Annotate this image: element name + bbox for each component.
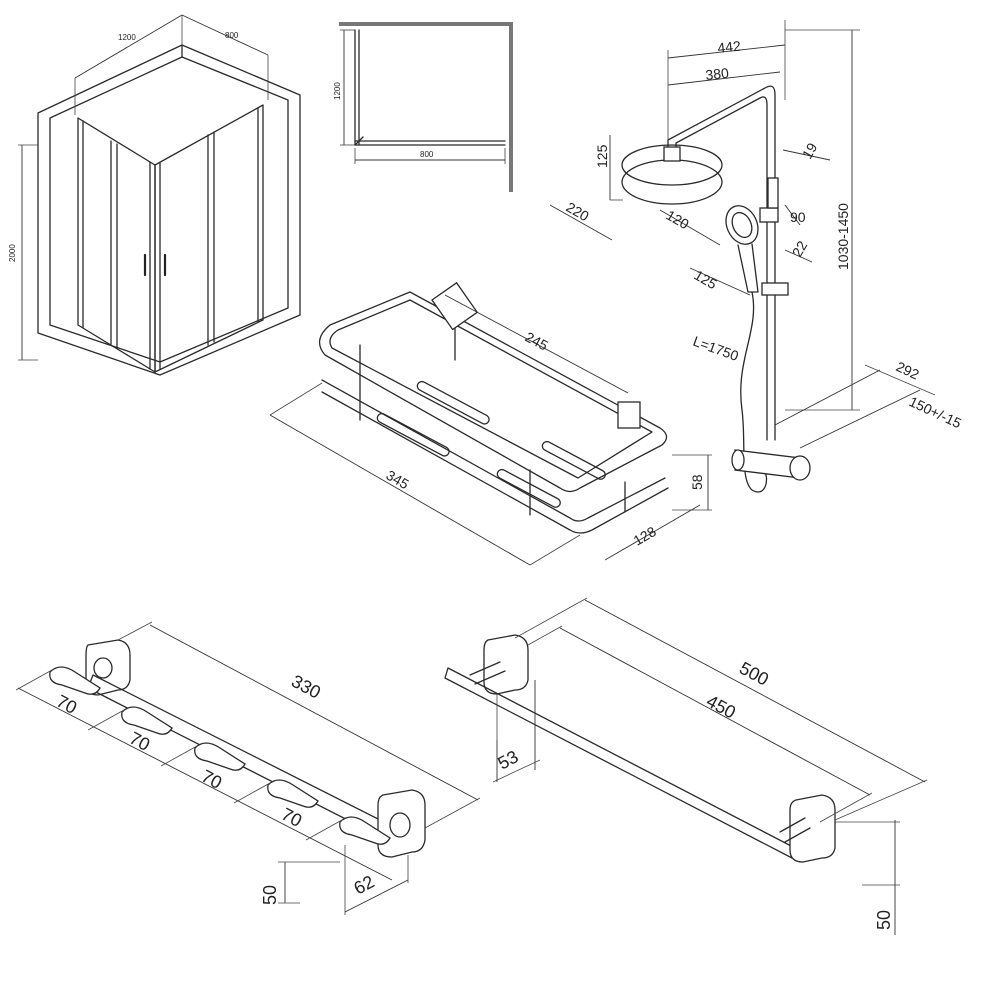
towel-bar-bracket-height-label: 50 [874, 910, 894, 930]
enclosure-walls [37, 44, 301, 376]
basket-dimensions [269, 294, 712, 566]
shower-arm-reach-label: 380 [705, 65, 730, 83]
shower-pipe [667, 85, 776, 441]
shower-dimensions [549, 20, 936, 449]
plan-depth-label: 1200 [333, 82, 342, 100]
basket-depth-label: 128 [631, 523, 659, 549]
hook-spacing-1-label: 70 [53, 691, 80, 718]
pipe-diameter-label: 19 [799, 140, 821, 162]
towel-bar-outer-length-label: 500 [736, 658, 772, 690]
towel-bar-projection-label: 53 [494, 746, 521, 773]
holder-offset-label: 90 [790, 209, 806, 225]
height-range-label: 1030-1450 [835, 203, 851, 270]
hook-spacing-2-label: 70 [126, 728, 153, 755]
shower-system: 442 380 125 220 120 19 90 22 125 L=1750 … [549, 20, 964, 493]
enclosure-side-glass [154, 104, 264, 373]
hook-spacing-4-label: 70 [278, 804, 305, 831]
enclosure-width-label: 1200 [118, 33, 136, 42]
plan-width-label: 800 [420, 150, 434, 159]
hose-length-label: L=1750 [691, 333, 741, 364]
basket-height-label: 58 [689, 474, 705, 490]
shower-enclosure-isometric: 1200 800 2000 [8, 14, 301, 376]
enclosure-plan-view: 1200 800 [333, 22, 513, 192]
hook-rail-length-label: 330 [288, 671, 324, 703]
hook-spacing-3-label: 70 [198, 766, 225, 793]
plan-wall [339, 22, 513, 192]
shower-head-height-label: 125 [594, 144, 610, 168]
enclosure-height-label: 2000 [8, 244, 17, 262]
basket-slots [376, 380, 606, 508]
hook-projection-label: 62 [350, 871, 377, 898]
basket-outer-length-label: 345 [384, 467, 412, 493]
towel-bar-body [444, 634, 836, 863]
shower-hose [740, 291, 768, 493]
rain-shower-head [621, 144, 723, 205]
towel-bar-dimensions [492, 597, 928, 935]
hand-shower [725, 205, 779, 293]
hook-rail-body [49, 639, 426, 858]
towel-bar-inner-length-label: 450 [703, 691, 739, 723]
slider-diameter-label: 22 [789, 238, 811, 260]
enclosure-front-glass [77, 117, 156, 373]
shower-head-diameter-label: 220 [564, 199, 592, 225]
shower-mixer [731, 177, 811, 481]
shower-head-connector-label: 120 [664, 207, 692, 233]
shower-bar-length-label: 442 [717, 38, 742, 56]
hook-bracket-height-label: 50 [260, 885, 280, 905]
hook-rail-dimensions [15, 621, 481, 915]
towel-bar: 500 450 53 50 [444, 597, 928, 935]
center-distance-label: 150+/-15 [907, 393, 964, 431]
basket-frame [318, 281, 669, 534]
shower-basket: 245 345 128 58 [269, 281, 712, 566]
enclosure-depth-label: 800 [225, 31, 239, 40]
enclosure-dimensions [18, 14, 269, 361]
hook-rail: 330 70 70 70 70 50 62 [15, 621, 481, 915]
